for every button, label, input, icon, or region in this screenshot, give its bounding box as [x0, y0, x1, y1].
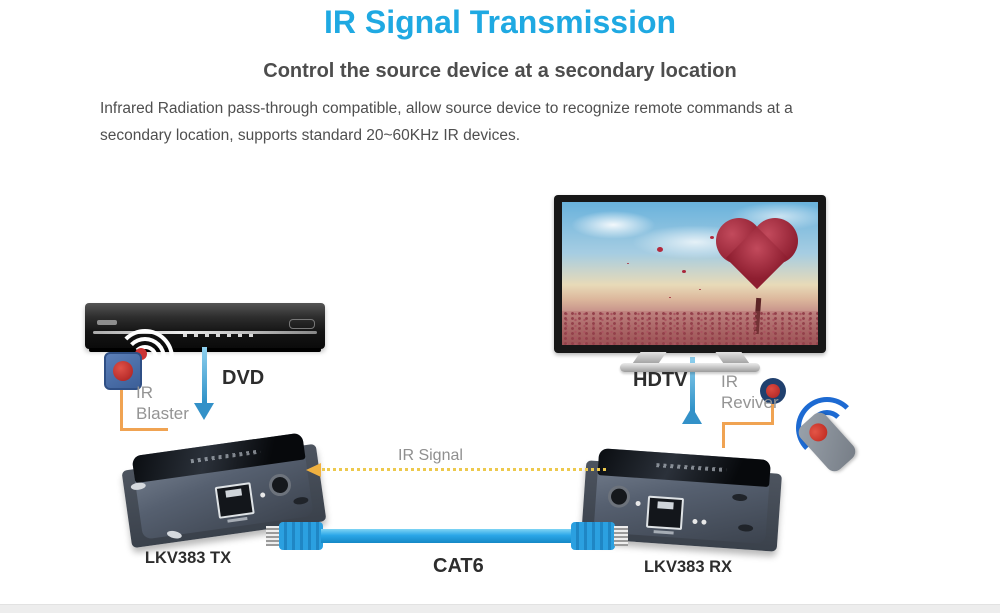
ir-blaster-cable — [120, 390, 123, 430]
ir-signal-line — [322, 468, 606, 471]
ir-receiver-cable — [771, 402, 774, 425]
dvd-logo-mark — [97, 320, 117, 325]
petal-ground — [562, 311, 818, 345]
cat6-cable — [321, 529, 573, 543]
description-line-2: secondary location, supports standard 20… — [100, 127, 521, 144]
tv-stand-base — [620, 363, 760, 372]
transmitter-label: LKV383 TX — [144, 549, 232, 567]
ir-wave-arc — [116, 329, 174, 387]
ir-receiver-label: IR Reviver — [721, 372, 779, 412]
dvd-buttons — [183, 334, 255, 337]
ir-blaster-icon — [104, 352, 142, 390]
page-subtitle: Control the source device at a secondary… — [263, 60, 737, 82]
page-title: IR Signal Transmission — [323, 4, 677, 40]
ir-blaster-cable — [120, 428, 168, 431]
ir-blaster-label: IR Blaster — [136, 383, 189, 423]
page-description: Infrared Radiation pass-through compatib… — [100, 95, 910, 149]
heart-tree — [712, 216, 802, 302]
receiver-label: LKV383 RX — [643, 558, 733, 576]
arrow-up-icon — [682, 407, 702, 424]
remote-button — [805, 419, 832, 446]
page-bottom-edge — [0, 604, 1000, 613]
ir-wave-icon — [116, 329, 174, 387]
ir-receiver-cable — [722, 422, 774, 425]
ir-signal-arrow-icon — [306, 463, 321, 477]
cat6-label: CAT6 — [433, 555, 484, 577]
rj45-pins — [614, 526, 628, 546]
ir-signal-label: IR Signal — [398, 447, 463, 464]
rj45-pins — [266, 526, 280, 546]
ir-receiver-lens — [766, 384, 780, 398]
rj45-connector-left — [279, 522, 323, 550]
falling-petals — [657, 247, 663, 252]
arrow-dvd-to-tx — [202, 347, 207, 405]
ir-blaster-lens — [113, 361, 133, 381]
arrow-down-icon — [194, 403, 214, 420]
ir-receiver-cable — [722, 422, 725, 448]
dvd-label: DVD — [222, 367, 265, 389]
rj45-connector-right — [571, 522, 615, 550]
dvd-badge — [289, 319, 315, 329]
ethernet-port — [645, 495, 685, 531]
description-line-1: Infrared Radiation pass-through compatib… — [100, 100, 793, 117]
hdtv-label: HDTV — [633, 369, 688, 391]
tv-screen — [562, 202, 818, 345]
dvd-tray-stripe — [93, 331, 317, 334]
ethernet-port — [214, 482, 255, 519]
arrow-rx-to-hdtv — [690, 357, 695, 413]
ir-receiver-icon — [760, 378, 786, 404]
hdtv-image — [554, 195, 826, 353]
